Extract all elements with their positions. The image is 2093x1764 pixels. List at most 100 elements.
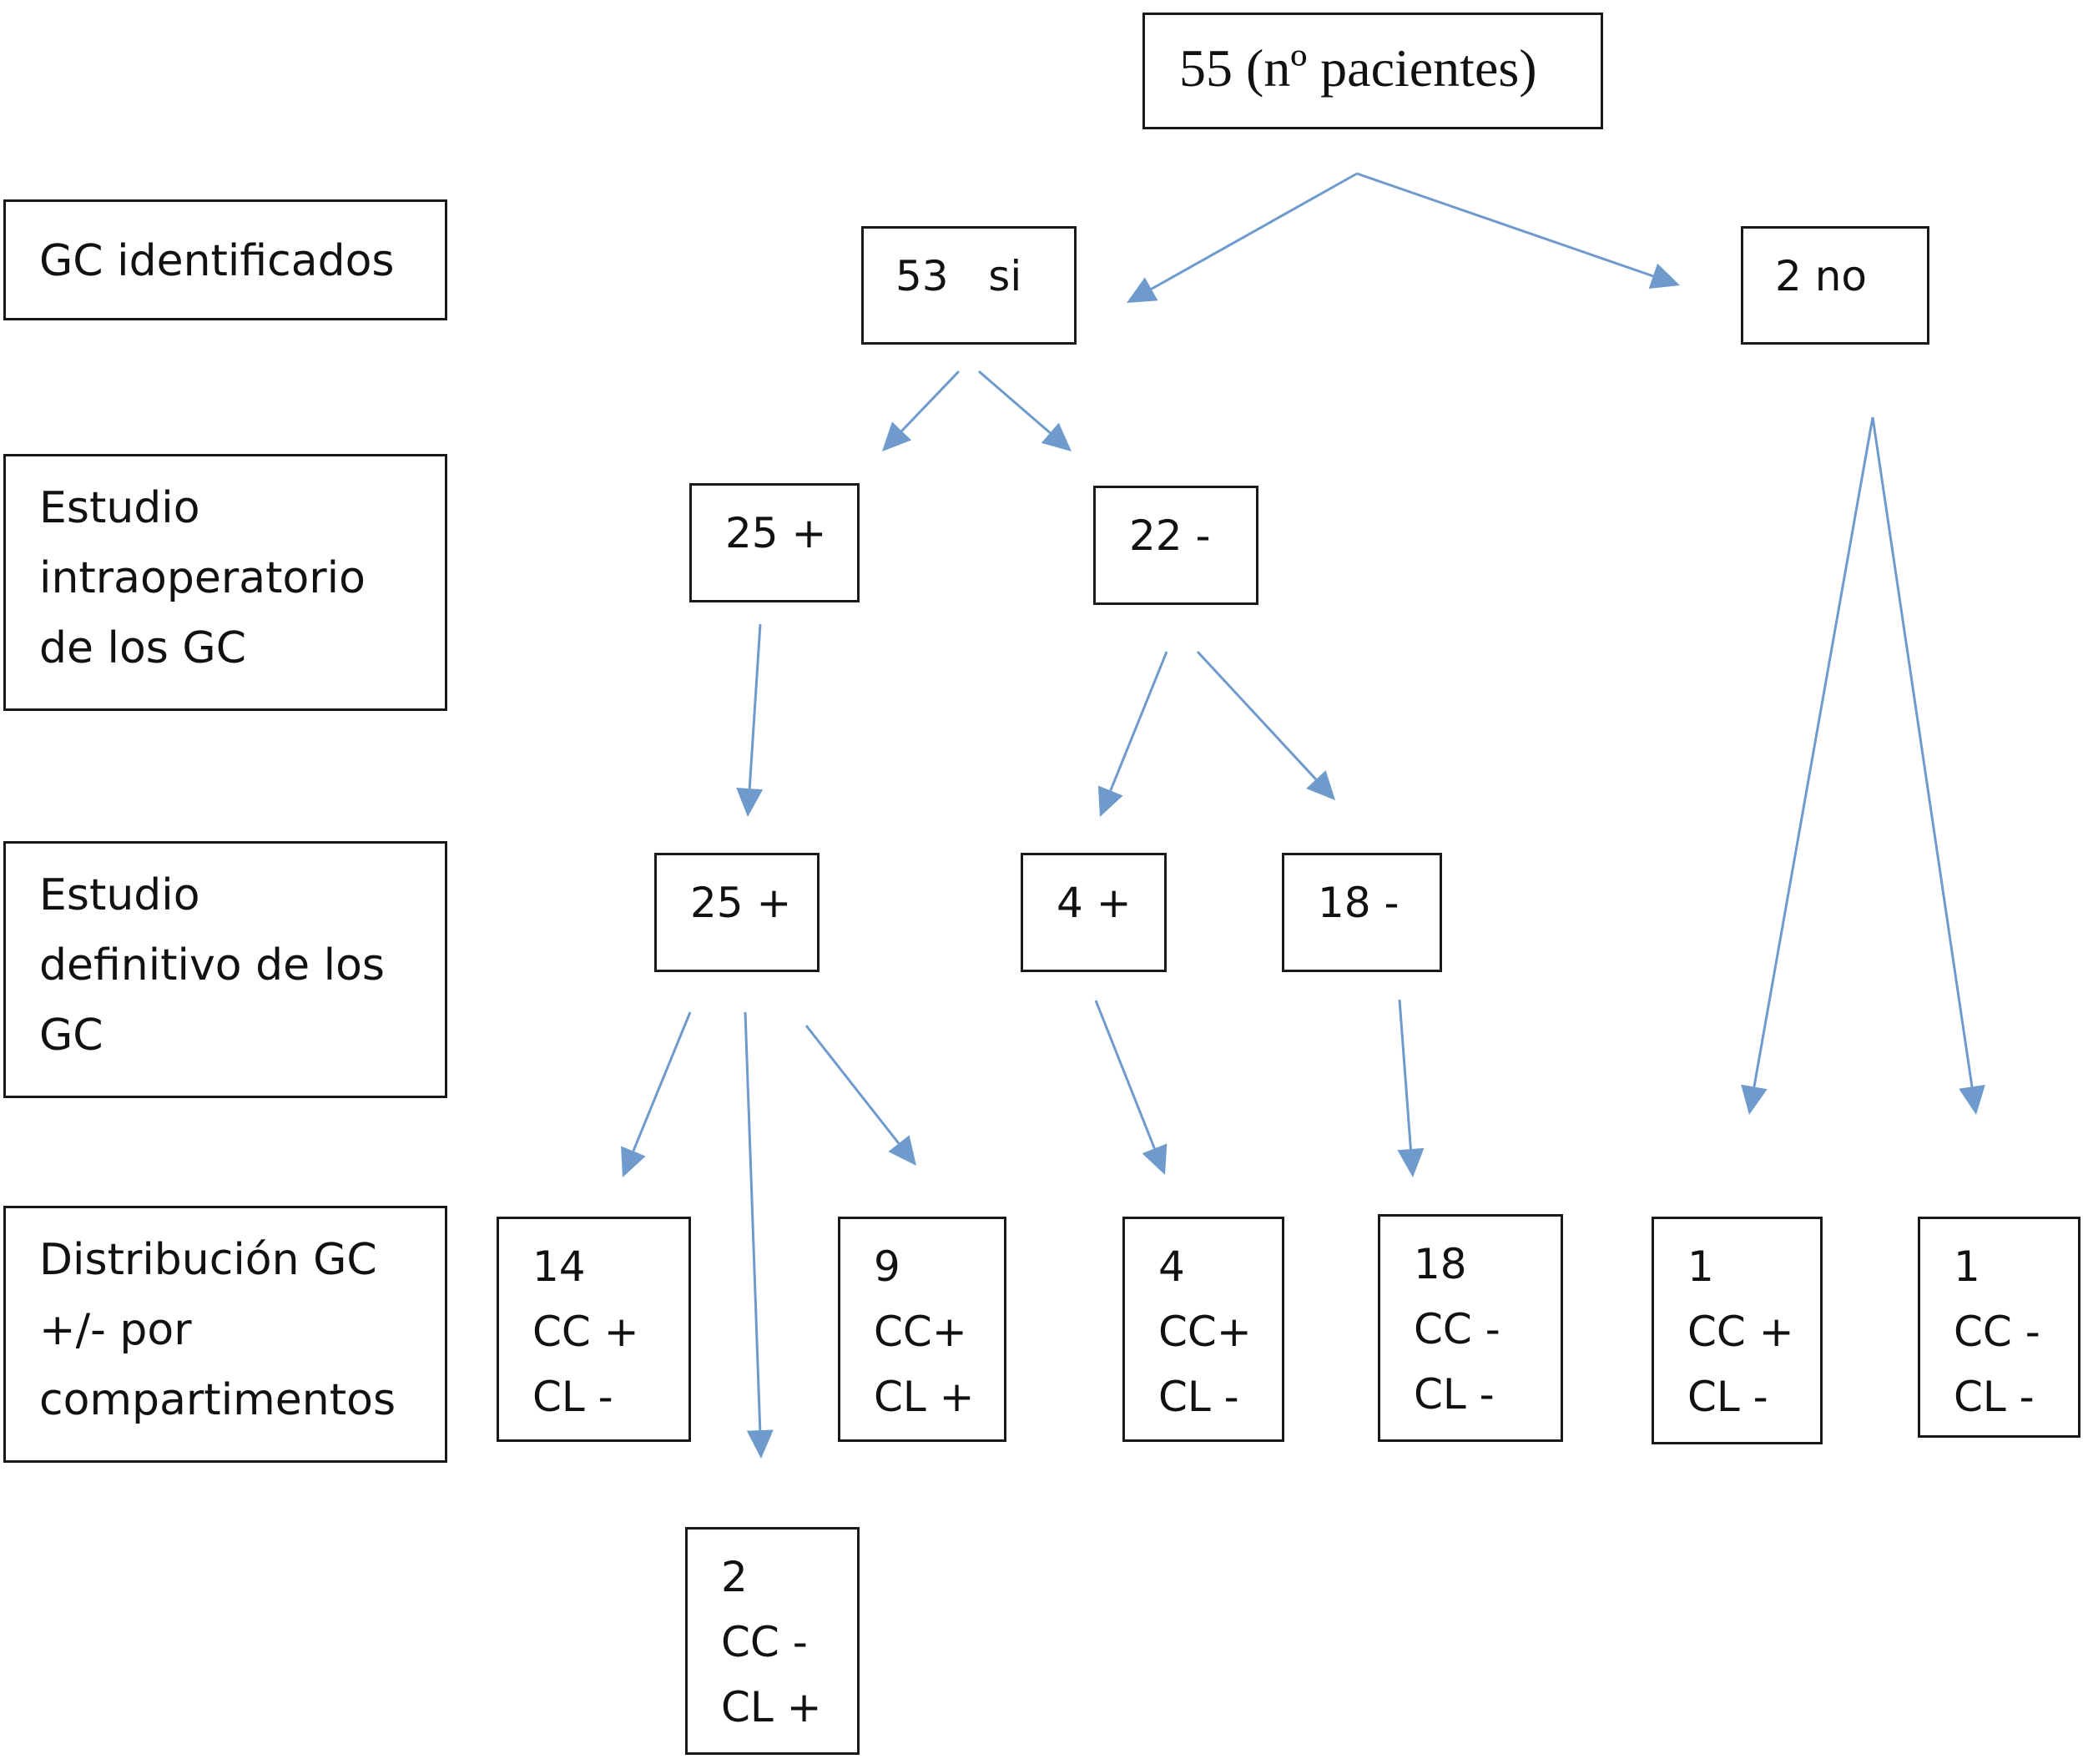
arrow-root-to-no-shaft	[1356, 172, 1654, 278]
leaf-cl: CL -	[1954, 1373, 2035, 1421]
leaf-count: 1	[1954, 1242, 1980, 1291]
leaf-cc: CC -	[721, 1618, 808, 1666]
arrow-si-to-intra-pos	[882, 370, 961, 451]
arrow-def-neg-to-leaf-18-shaft	[1398, 999, 1412, 1150]
leaf-count: 18	[1414, 1240, 1467, 1288]
arrow-no-to-leaf-1-left-shaft	[1753, 416, 1874, 1087]
category-label-line-2: +/- por	[39, 1305, 192, 1355]
leaf-18-cc-neg-cl-neg: 18 CC - CL -	[1378, 1214, 1563, 1442]
category-label-line-1: Estudio	[39, 483, 200, 533]
arrow-si-to-intra-pos-shaft	[900, 370, 961, 432]
arrow-intra-neg-to-def-pos-head	[1097, 785, 1123, 817]
arrow-def-a-to-leaf-2	[744, 1011, 774, 1459]
leaf-cc: CC+	[874, 1308, 967, 1356]
arrow-def-b-to-leaf-4-head	[1142, 1143, 1168, 1175]
leaf-cc: CC -	[1954, 1308, 2040, 1356]
root-label: 55 (nº pacientes)	[1179, 38, 1537, 98]
arrow-intra-neg-to-def-neg-shaft	[1196, 650, 1317, 781]
category-label-line-2: definitivo de los	[39, 940, 385, 990]
leaf-count: 4	[1158, 1242, 1185, 1291]
category-label-line-1: Estudio	[39, 870, 200, 920]
arrow-def-b-to-leaf-4-shaft	[1094, 1000, 1156, 1149]
leaf-cl: CL +	[874, 1373, 975, 1421]
arrow-si-to-intra-neg-shaft	[978, 370, 1052, 434]
arrow-def-a-to-leaf-14	[621, 1011, 692, 1177]
node-label: 25 +	[690, 879, 792, 927]
leaf-count: 2	[721, 1553, 748, 1601]
leaf-4-cc-pos-cl-neg: 4 CC+ CL -	[1122, 1217, 1284, 1442]
arrow-intra-neg-to-def-pos-shaft	[1109, 651, 1168, 792]
category-distribucion: Distribución GC +/- por compartimentos	[3, 1206, 447, 1463]
leaf-cl: CL -	[1158, 1373, 1239, 1421]
arrow-intra-neg-to-def-neg	[1196, 650, 1335, 800]
arrow-no-to-leaf-1-right	[1871, 416, 1985, 1115]
category-label-line-3: compartimentos	[39, 1375, 396, 1425]
arrow-def-b-to-leaf-4	[1094, 1000, 1168, 1175]
node-def-negative: 18 -	[1282, 853, 1442, 972]
arrow-def-a-to-leaf-9-head	[888, 1135, 916, 1166]
category-gc-identificados: GC identificados	[3, 199, 447, 320]
arrow-def-neg-to-leaf-18	[1397, 999, 1425, 1177]
arrow-root-to-si-head	[1127, 277, 1158, 303]
leaf-cl: CL -	[1687, 1373, 1768, 1421]
arrow-def-a-to-leaf-14-head	[621, 1146, 646, 1177]
node-label: 2 no	[1775, 252, 1867, 300]
leaf-count: 9	[874, 1242, 900, 1291]
node-label: 4 +	[1057, 879, 1132, 927]
leaf-1-cc-neg-cl-neg: 1 CC - CL -	[1918, 1217, 2080, 1438]
arrow-si-to-intra-neg-head	[1041, 422, 1072, 451]
arrow-root-to-si	[1127, 172, 1358, 303]
node-def-positive-b: 4 +	[1021, 853, 1167, 972]
arrow-root-to-si-shaft	[1150, 172, 1358, 290]
leaf-cl: CL +	[721, 1683, 822, 1731]
leaf-cl: CL -	[532, 1373, 613, 1421]
node-intra-positive: 25 +	[689, 483, 860, 602]
arrow-def-a-to-leaf-9-shaft	[804, 1025, 900, 1145]
node-gc-no: 2 no	[1741, 226, 1929, 345]
arrow-si-to-intra-neg	[978, 370, 1072, 451]
leaf-cc: CC +	[1687, 1308, 1794, 1356]
leaf-cc: CC +	[532, 1308, 639, 1356]
leaf-2-cc-neg-cl-pos: 2 CC - CL +	[685, 1527, 860, 1755]
node-label: 53 si	[895, 252, 1022, 300]
arrow-no-to-leaf-1-left-head	[1741, 1084, 1768, 1115]
arrow-root-to-no-head	[1648, 263, 1680, 289]
arrow-def-neg-to-leaf-18-head	[1397, 1147, 1425, 1177]
leaf-1-cc-pos-cl-neg: 1 CC + CL -	[1652, 1217, 1823, 1444]
arrow-def-a-to-leaf-14-shaft	[632, 1011, 692, 1152]
leaf-cc: CC+	[1158, 1308, 1252, 1356]
arrow-def-a-to-leaf-2-head	[746, 1429, 774, 1459]
arrow-no-to-leaf-1-right-shaft	[1871, 416, 1974, 1087]
arrow-def-a-to-leaf-9	[804, 1025, 916, 1166]
category-label-line-3: GC	[39, 1011, 103, 1061]
arrow-intra-pos-to-def-head	[736, 788, 764, 817]
node-intra-negative: 22 -	[1093, 486, 1258, 605]
leaf-14-cc-pos-cl-neg: 14 CC + CL -	[497, 1217, 691, 1442]
node-def-positive-a: 25 +	[654, 853, 820, 972]
arrow-si-to-intra-pos-head	[882, 421, 912, 451]
arrow-no-to-leaf-1-left	[1741, 416, 1874, 1115]
category-label-line-3: de los GC	[39, 623, 247, 673]
category-estudio-intraoperatorio: Estudio intraoperatorio de los GC	[3, 454, 447, 711]
category-estudio-definitivo: Estudio definitivo de los GC	[3, 841, 447, 1098]
arrow-root-to-no	[1356, 172, 1680, 289]
category-label-line-2: intraoperatorio	[39, 553, 366, 603]
arrow-intra-neg-to-def-neg-head	[1306, 770, 1335, 800]
node-label: 18 -	[1318, 879, 1400, 927]
arrow-intra-neg-to-def-pos	[1097, 651, 1168, 817]
arrow-no-to-leaf-1-right-head	[1959, 1085, 1985, 1115]
arrow-def-a-to-leaf-2-shaft	[744, 1011, 762, 1431]
node-gc-si: 53 si	[861, 226, 1077, 345]
leaf-count: 14	[532, 1242, 586, 1291]
arrow-intra-pos-to-def-shaft	[748, 623, 762, 789]
leaf-count: 1	[1687, 1242, 1714, 1291]
arrow-intra-pos-to-def	[736, 623, 764, 817]
leaf-cl: CL -	[1414, 1370, 1495, 1419]
category-label-line-1: Distribución GC	[39, 1235, 377, 1285]
leaf-9-cc-pos-cl-pos: 9 CC+ CL +	[838, 1217, 1006, 1442]
leaf-cc: CC -	[1414, 1305, 1500, 1353]
root-node: 55 (nº pacientes)	[1142, 13, 1603, 129]
node-label: 25 +	[725, 509, 827, 557]
category-label: GC identificados	[39, 236, 395, 286]
